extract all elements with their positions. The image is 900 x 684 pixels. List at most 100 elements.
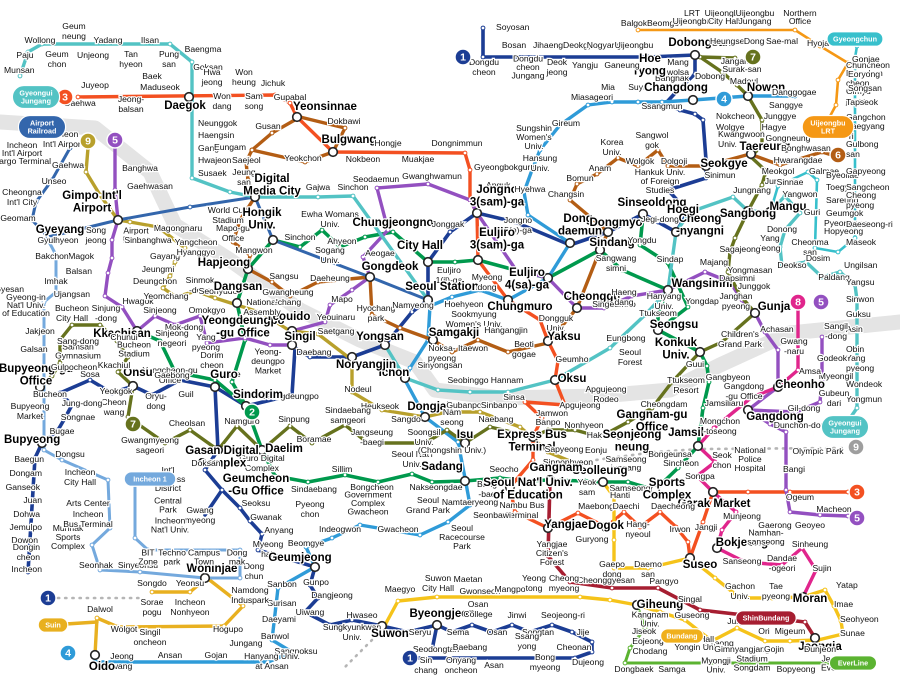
station-label[interactable]: Samga bbox=[657, 663, 687, 675]
station-label[interactable]: Galmae bbox=[808, 165, 841, 177]
station-label[interactable]: Anguk bbox=[485, 179, 512, 191]
station-label[interactable]: Hogupo bbox=[212, 623, 245, 635]
station-label[interactable]: Obin bbox=[845, 343, 866, 355]
station-label[interactable]: Suwon bbox=[370, 627, 410, 641]
station-label[interactable]: Sindaebang bbox=[290, 483, 338, 495]
station-label[interactable]: Seoksu bbox=[240, 497, 271, 509]
station-label[interactable]: Gwangheung-chang bbox=[261, 286, 315, 308]
station-label[interactable]: Samgakji bbox=[428, 326, 481, 340]
station-label[interactable]: Hwagok bbox=[121, 295, 155, 307]
station-label[interactable]: Heungseon bbox=[709, 35, 756, 47]
station-label[interactable]: Beomgye bbox=[287, 537, 326, 549]
station-label[interactable]: Yangju bbox=[571, 59, 600, 71]
station-label[interactable]: Yadang bbox=[92, 34, 124, 46]
station-label[interactable]: Bucheon bbox=[32, 388, 69, 400]
station-label[interactable]: Gangdong bbox=[745, 410, 805, 424]
station-label[interactable]: Sangcheon bbox=[845, 181, 891, 193]
interchange-hub[interactable] bbox=[431, 619, 443, 631]
station-label[interactable]: Yeouinaru bbox=[316, 311, 357, 323]
interchange-hub[interactable] bbox=[379, 339, 391, 351]
station-label[interactable]: Oido bbox=[88, 660, 117, 674]
interchange-hub[interactable] bbox=[602, 226, 614, 238]
interchange-hub[interactable] bbox=[399, 372, 411, 384]
station-label[interactable]: Oksu bbox=[556, 372, 587, 386]
station-label[interactable]: Sinjung-dong bbox=[90, 302, 121, 324]
station-label[interactable]: Cheolsan bbox=[168, 417, 207, 429]
station-label[interactable]: Uijeongbu bbox=[613, 39, 654, 51]
station-label[interactable]: Mok-dong bbox=[164, 321, 205, 333]
station-label[interactable]: Unjeong bbox=[76, 49, 111, 61]
station-label[interactable]: Songsan bbox=[847, 82, 884, 94]
interchange-hub[interactable] bbox=[749, 307, 761, 319]
station-label[interactable]: Bosan bbox=[501, 39, 528, 51]
station-label[interactable]: Maetan bbox=[452, 573, 483, 585]
station-label[interactable]: Sapyeong bbox=[543, 443, 584, 455]
station-label[interactable]: Mullae bbox=[214, 368, 242, 380]
station-label[interactable]: Ogeum bbox=[785, 491, 816, 503]
station-label[interactable]: Gaehwasan bbox=[126, 180, 174, 192]
station-label[interactable]: Sosa bbox=[79, 368, 101, 380]
interchange-hub[interactable] bbox=[637, 208, 649, 220]
station-label[interactable]: Sangil-dong bbox=[823, 320, 849, 342]
interchange-hub[interactable] bbox=[772, 381, 784, 393]
line-1-badge[interactable] bbox=[401, 649, 419, 667]
station-label[interactable]: Tapseok bbox=[845, 96, 880, 108]
station-label[interactable]: Godeok bbox=[816, 352, 849, 364]
station-label[interactable]: Yeonsinnae bbox=[292, 100, 358, 114]
station-label[interactable]: Gojin bbox=[763, 643, 786, 655]
station-label[interactable]: Saetgang bbox=[316, 325, 355, 337]
station-label[interactable]: Miasageori bbox=[570, 91, 615, 103]
interchange-hub[interactable] bbox=[34, 381, 46, 393]
line-2-badge[interactable] bbox=[243, 403, 261, 421]
station-label[interactable]: Gimnyangjang bbox=[713, 643, 771, 655]
station-label[interactable]: Jeongja bbox=[797, 640, 843, 654]
interchange-hub[interactable] bbox=[327, 146, 339, 158]
station-label[interactable]: Dong-o bbox=[743, 35, 774, 47]
station-label[interactable]: Gwacheon bbox=[376, 523, 420, 535]
station-label[interactable]: Hangangjin bbox=[483, 324, 529, 336]
interchange-hub[interactable] bbox=[286, 339, 298, 351]
station-label[interactable]: Madeul bbox=[729, 75, 760, 87]
station-label[interactable]: Baengma bbox=[183, 43, 222, 55]
station-label[interactable]: Hyoja bbox=[806, 37, 831, 49]
station-label[interactable]: Seolleung bbox=[571, 464, 628, 478]
station-label[interactable]: City Hall bbox=[396, 239, 444, 253]
station-label[interactable]: Yatap bbox=[835, 579, 859, 591]
station-label[interactable]: Uiwang bbox=[294, 606, 325, 618]
station-label[interactable]: Dobongsan bbox=[667, 36, 733, 50]
station-label[interactable]: Jemulpo bbox=[8, 521, 43, 533]
station-label[interactable]: Singal bbox=[677, 593, 703, 605]
station-label[interactable]: Noksa-pyeong bbox=[427, 342, 458, 364]
station-label[interactable]: Bang-bae bbox=[476, 478, 499, 500]
station-label[interactable]: Sangnoksu bbox=[273, 645, 319, 657]
station-label[interactable]: Cheonggu bbox=[562, 290, 621, 304]
station-label[interactable]: Omokgyo bbox=[187, 304, 226, 316]
station-label[interactable]: Aeogae bbox=[364, 247, 396, 259]
station-label[interactable]: Dokbawi bbox=[326, 115, 361, 127]
station-label[interactable]: Seocho bbox=[488, 463, 520, 475]
interchange-hub[interactable] bbox=[662, 284, 674, 296]
station-label[interactable]: Hwaseo bbox=[345, 609, 379, 621]
